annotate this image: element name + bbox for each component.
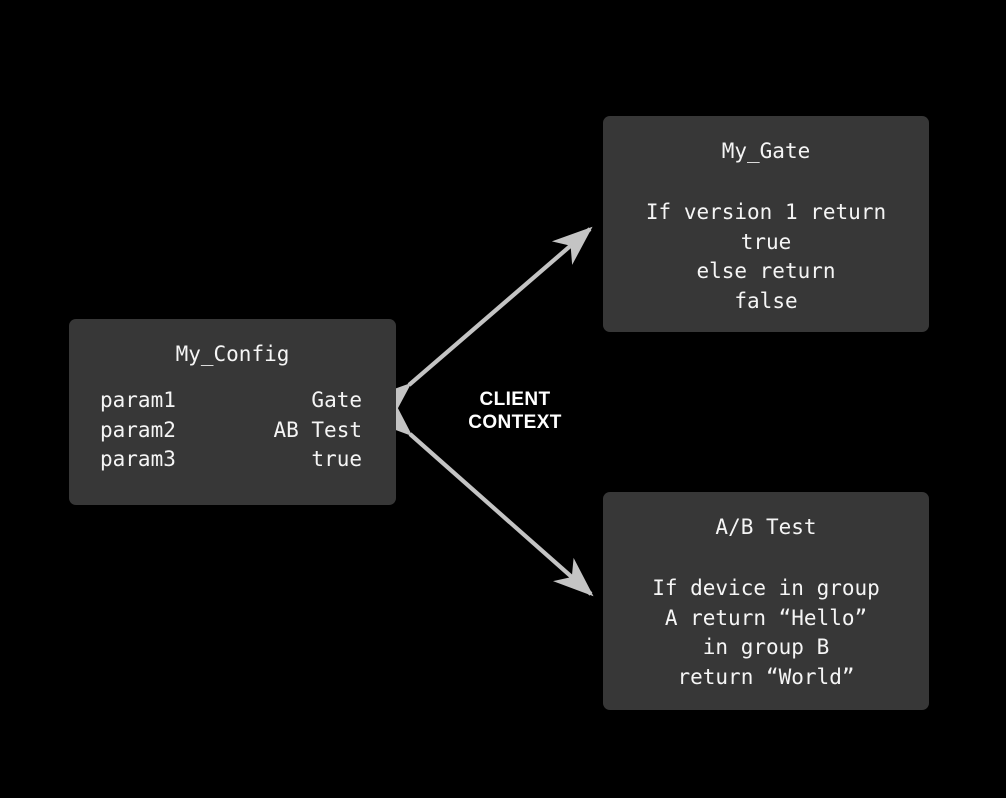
param-key: param1 [100,388,176,412]
node-body-line: false [734,288,798,313]
node-body-line: else return [696,259,836,283]
table-row: param2 AB Test [100,416,362,446]
param-value: Gate [311,388,362,412]
connector-config-to-abtest [372,397,594,597]
node-my-gate-body: If version 1 return true else return fal… [615,198,917,316]
node-body-line: in group B [702,635,830,659]
table-row: param3 true [100,445,362,475]
node-my-config-title: My_Config [175,342,290,366]
param-table: param1 Gate param2 AB Test param3 true [100,386,362,475]
node-ab-test-title: A/B Test [715,515,817,539]
node-body-line: If device in group [652,576,880,600]
param-key: param3 [100,447,176,471]
client-context-label: CLIENT CONTEXT [440,388,590,434]
node-my-gate-title: My_Gate [721,139,811,163]
node-body-line: A return “Hello” [664,605,868,630]
node-my-gate[interactable]: My_Gate If version 1 return true else re… [603,116,929,332]
param-value: true [311,447,362,471]
node-ab-test[interactable]: A/B Test If device in group A return “He… [603,492,929,710]
node-ab-test-body: If device in group A return “Hello” in g… [615,574,917,692]
connector-config-to-gate [370,226,593,421]
node-body-line: return “World” [677,664,855,689]
node-body-line: true [740,229,792,254]
client-context-label-line2: CONTEXT [468,412,562,433]
table-row: param1 Gate [100,386,362,416]
param-key: param2 [100,417,176,442]
param-value: AB Test [273,417,362,442]
node-my-config[interactable]: My_Config param1 Gate param2 AB Test par… [69,319,396,505]
client-context-label-line1: CLIENT [479,389,551,410]
node-body-line: If version 1 return [645,200,887,224]
